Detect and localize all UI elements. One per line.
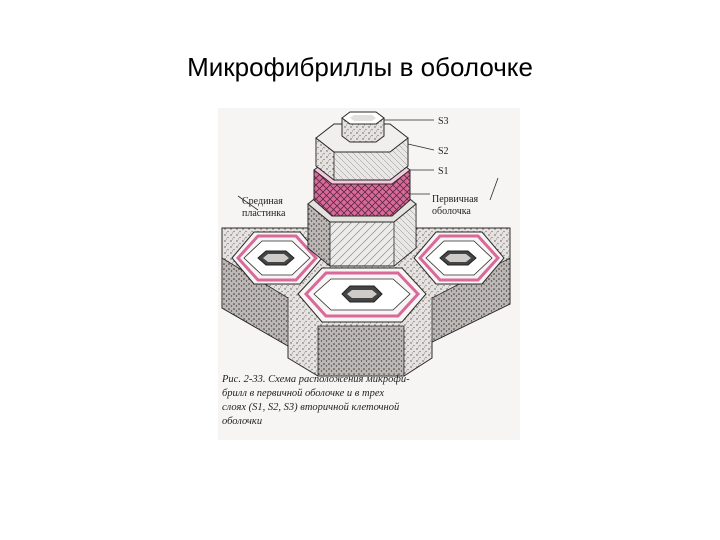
front-cell xyxy=(297,267,427,323)
label-s3: S3 xyxy=(438,116,449,127)
central-cell-tower xyxy=(307,111,417,267)
label-primary-wall-1: Первичная xyxy=(432,194,479,205)
cell-wall-diagram: S3 S2 S1 Срединая пластинка Первичная об… xyxy=(218,108,520,440)
left-cell xyxy=(231,231,323,285)
label-middle-lamella-2: пластинка xyxy=(242,208,286,219)
caption-line-1: Рис. 2-33. Схема расположения микрофи- xyxy=(221,374,410,385)
label-middle-lamella-1: Срединая xyxy=(242,196,283,207)
right-cell xyxy=(413,231,505,285)
slide-title: Микрофибриллы в оболочке xyxy=(187,52,533,82)
label-primary-wall-2: оболочка xyxy=(432,206,471,217)
label-s1: S1 xyxy=(438,166,449,177)
caption-line-2: брилл в первичной оболочке и в трех xyxy=(222,388,384,399)
leader-lines xyxy=(237,119,499,211)
caption-line-4: оболочки xyxy=(222,416,262,427)
cell-wall-diagram-svg: S3 S2 S1 Срединая пластинка Первичная об… xyxy=(218,108,520,440)
caption-line-3: слоях (S1, S2, S3) вторичной клеточной xyxy=(222,402,400,413)
label-s2: S2 xyxy=(438,146,449,157)
